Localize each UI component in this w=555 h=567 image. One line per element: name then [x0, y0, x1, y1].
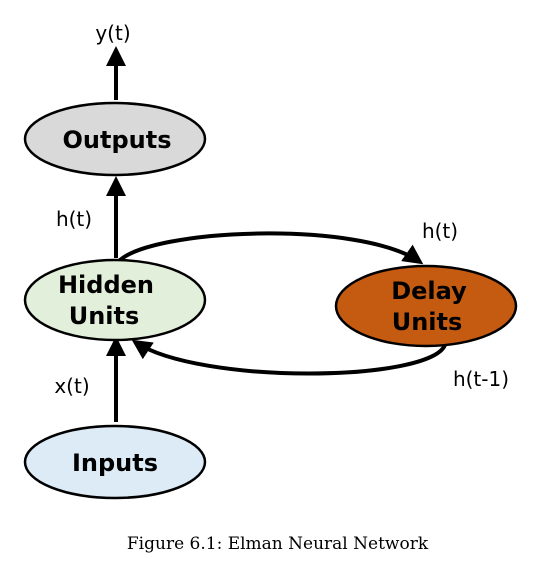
outputs-label: Outputs	[63, 126, 172, 154]
hidden-units-label-line1: Hidden	[58, 271, 154, 299]
hidden-units-ellipse	[23, 258, 207, 342]
inputs-node: Inputs	[23, 424, 207, 500]
h-to-outputs-label: h(t)	[56, 207, 92, 231]
hidden-to-delay-arrow	[116, 231, 424, 265]
inputs-ellipse	[23, 424, 207, 500]
inputs-label: Inputs	[72, 449, 158, 477]
delay-units-node: Delay Units	[334, 264, 518, 348]
figure-caption: Figure 6.1: Elman Neural Network	[126, 534, 429, 554]
delay-units-label-line2: Units	[392, 308, 463, 336]
h-feedback-label: h(t-1)	[453, 367, 509, 391]
y-output-label: y(t)	[95, 21, 130, 45]
hidden-units-node: Hidden Units	[23, 258, 207, 342]
outputs-ellipse	[23, 101, 207, 177]
delay-to-hidden-arrow	[131, 339, 447, 376]
h-to-delay-label: h(t)	[422, 219, 458, 243]
delay-units-label-line1: Delay	[391, 277, 467, 305]
outputs-node: Outputs	[23, 101, 207, 177]
delay-units-ellipse	[334, 264, 518, 348]
x-input-label: x(t)	[54, 374, 89, 398]
hidden-units-label-line2: Units	[69, 302, 140, 330]
